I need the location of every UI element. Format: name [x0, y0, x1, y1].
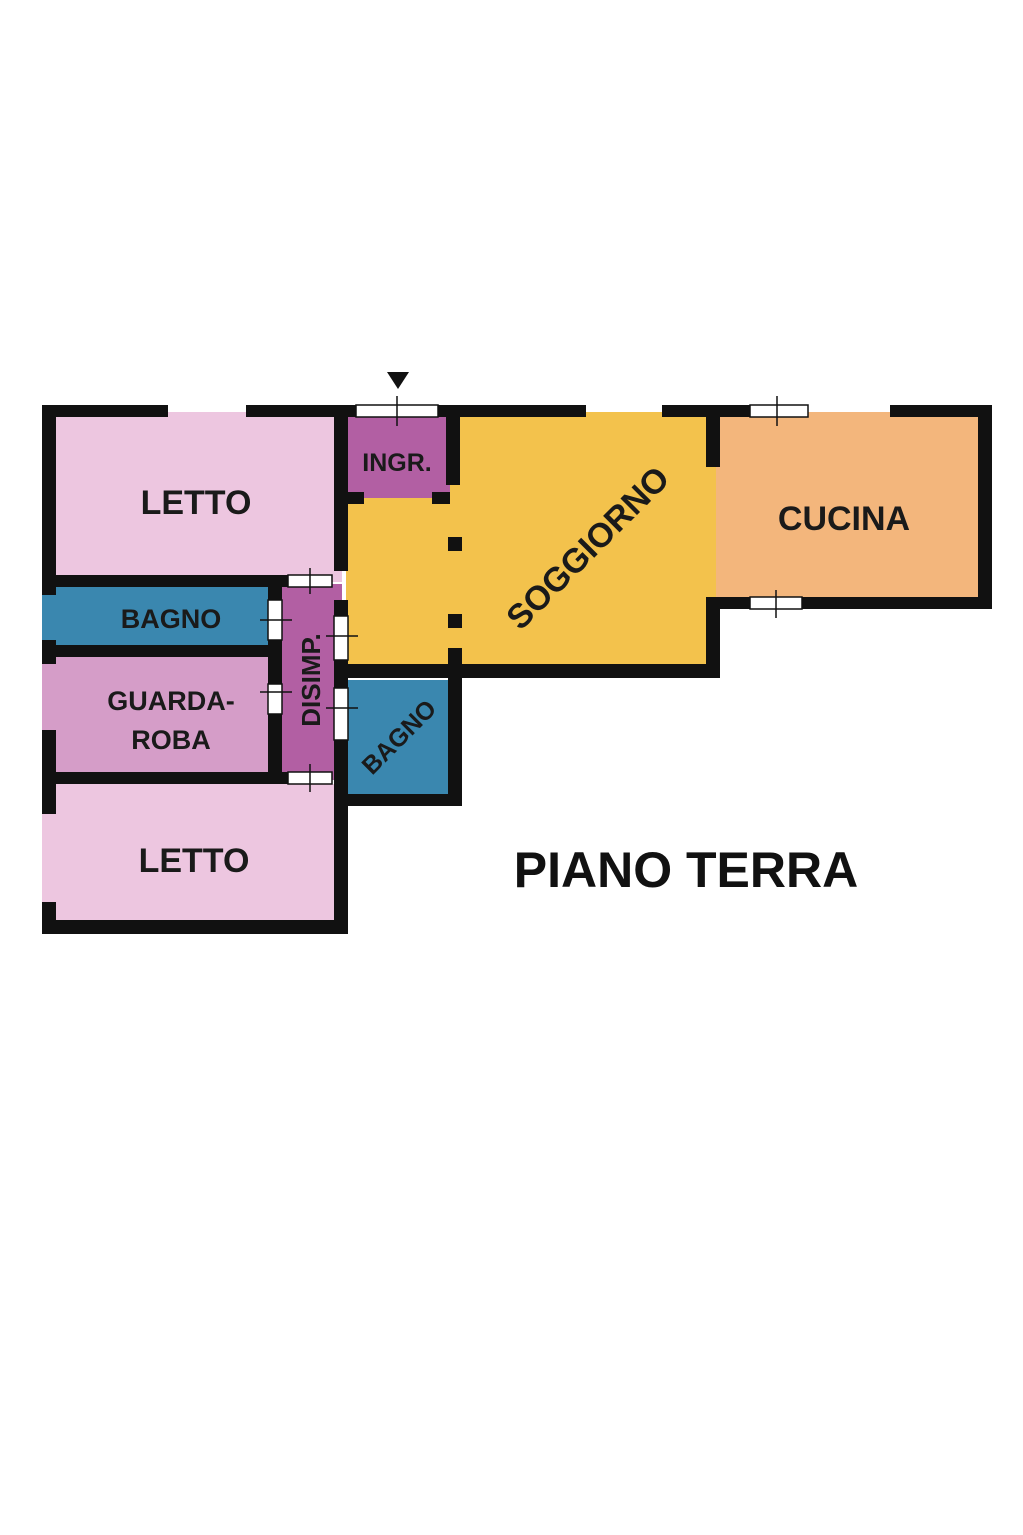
- entrance-arrow-icon: [387, 372, 409, 389]
- label-ingr: INGR.: [362, 449, 431, 477]
- floor-title: PIANO TERRA: [514, 842, 858, 898]
- label-letto-top: LETTO: [141, 484, 252, 522]
- room-bagno-small: [346, 680, 456, 800]
- label-guardaroba-line2: ROBA: [131, 725, 211, 755]
- room-letto-bottom: [42, 784, 342, 928]
- room-bagno-left: [42, 586, 278, 646]
- label-bagno-left: BAGNO: [121, 604, 222, 634]
- label-cucina: CUCINA: [778, 500, 910, 538]
- room-ingr: [346, 412, 450, 498]
- room-cucina: [716, 412, 988, 604]
- window-openings: [260, 396, 809, 792]
- label-guardaroba-line1: GUARDA-: [107, 686, 235, 716]
- room-letto-top: [50, 412, 342, 582]
- label-letto-bottom: LETTO: [139, 842, 250, 880]
- room-disimp: [280, 584, 342, 780]
- label-disimp: DISIMP.: [296, 633, 326, 726]
- walls: [42, 405, 992, 934]
- room-soggiorno: [346, 412, 716, 676]
- room-guardaroba: [42, 656, 278, 778]
